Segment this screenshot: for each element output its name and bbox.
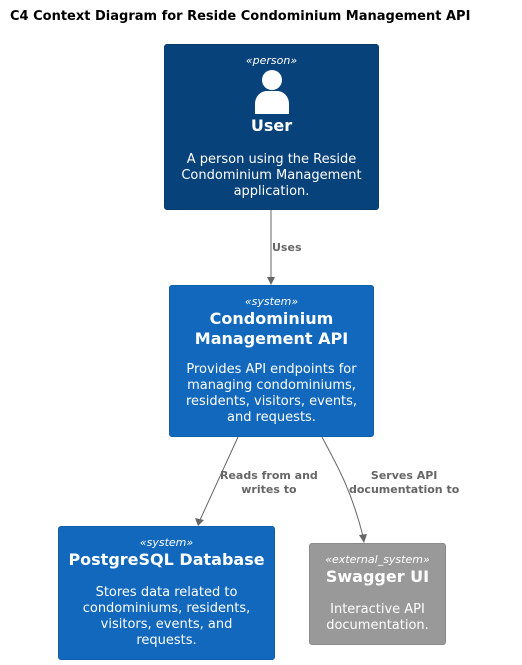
api-description-line: Provides API endpoints for: [186, 362, 357, 377]
api-description-line: managing condominiums,: [187, 378, 356, 393]
arrowhead-icon: [195, 518, 204, 526]
swagger-ui-external-box[interactable]: «external_system» Swagger UI Interactive…: [309, 543, 446, 645]
arrowhead-icon: [359, 534, 367, 543]
edge-label-line: documentation to: [349, 483, 460, 496]
db-stereotype: «system»: [139, 536, 194, 549]
edge-label-line: Reads from and: [220, 469, 318, 482]
swagger-description-line: Interactive API: [330, 602, 425, 617]
edge-label-serves-docs: Serves API documentation to: [349, 469, 459, 497]
postgresql-database-box[interactable]: «system» PostgreSQL Database Stores data…: [58, 526, 275, 660]
api-description-line: and requests.: [227, 410, 316, 425]
user-stereotype: «person»: [245, 54, 298, 67]
db-description-line: visitors, events, and: [100, 617, 233, 632]
edge-label-line: Serves API: [370, 469, 438, 482]
db-description-line: Stores data related to: [95, 585, 238, 600]
condominium-api-system-box[interactable]: «system» Condominium Management API Prov…: [169, 285, 374, 437]
edge-label-uses: Uses: [272, 241, 302, 255]
db-description: Stores data related to condominiums, res…: [59, 585, 274, 649]
api-stereotype: «system»: [244, 295, 299, 308]
api-description: Provides API endpoints for managing cond…: [170, 362, 373, 426]
swagger-description-line: documentation.: [326, 618, 429, 633]
db-description-line: condominiums, residents,: [82, 601, 251, 616]
api-description-line: residents, visitors, events,: [185, 394, 358, 409]
user-description-line: Condominium Management: [181, 168, 362, 183]
edge-label-line: writes to: [241, 483, 297, 496]
user-name: User: [250, 116, 293, 135]
swagger-stereotype: «external_system»: [325, 553, 430, 566]
api-name: Condominium Management API: [170, 309, 373, 349]
api-name-line: Management API: [194, 329, 349, 348]
user-person-box[interactable]: «person» User A person using the Reside …: [164, 44, 379, 210]
person-icon: [255, 70, 289, 114]
edge-label-reads-writes: Reads from and writes to: [220, 469, 318, 497]
db-description-line: requests.: [136, 633, 197, 648]
user-description-line: application.: [233, 184, 310, 199]
swagger-description: Interactive API documentation.: [310, 602, 445, 634]
arrowhead-icon: [267, 277, 275, 285]
edge-user-to-api: [267, 210, 275, 285]
swagger-name: Swagger UI: [325, 567, 430, 586]
edge-api-to-swagger: [321, 436, 367, 543]
user-description-line: A person using the Reside: [186, 152, 357, 167]
api-name-line: Condominium: [209, 309, 334, 328]
user-description: A person using the Reside Condominium Ma…: [165, 152, 378, 200]
diagram-title: C4 Context Diagram for Reside Condominiu…: [10, 9, 471, 24]
edge-label-line: Uses: [272, 241, 302, 254]
db-name: PostgreSQL Database: [68, 550, 265, 569]
edge-api-to-db: [195, 436, 239, 526]
